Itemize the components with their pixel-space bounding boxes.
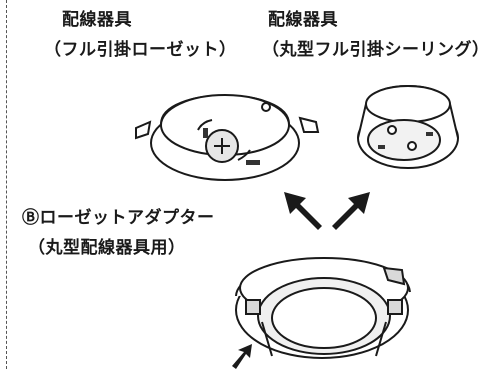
arrow-up-right [332, 192, 370, 230]
round-ceiling-fixture [357, 85, 459, 169]
fixture-full-rosette-subtitle: （フル引掛ローゼット） [44, 40, 237, 60]
fixture-full-rosette-title: 配線器具 [62, 10, 132, 30]
rosette-adapter [235, 257, 411, 359]
adapter-subtitle: （丸型配線器具用） [28, 238, 186, 258]
dashed-border-left [6, 0, 7, 369]
fixture-round-ceiling-title: 配線器具 [268, 10, 338, 30]
adapter-title: Ⓑローゼットアダプター [22, 208, 215, 228]
arrow-up-left [284, 192, 322, 230]
fixture-round-ceiling-subtitle: （丸型フル引掛シーリング） [262, 40, 490, 60]
arrows [232, 192, 370, 369]
arrow-up-bottom [232, 344, 252, 369]
full-rosette-fixture [135, 94, 320, 181]
